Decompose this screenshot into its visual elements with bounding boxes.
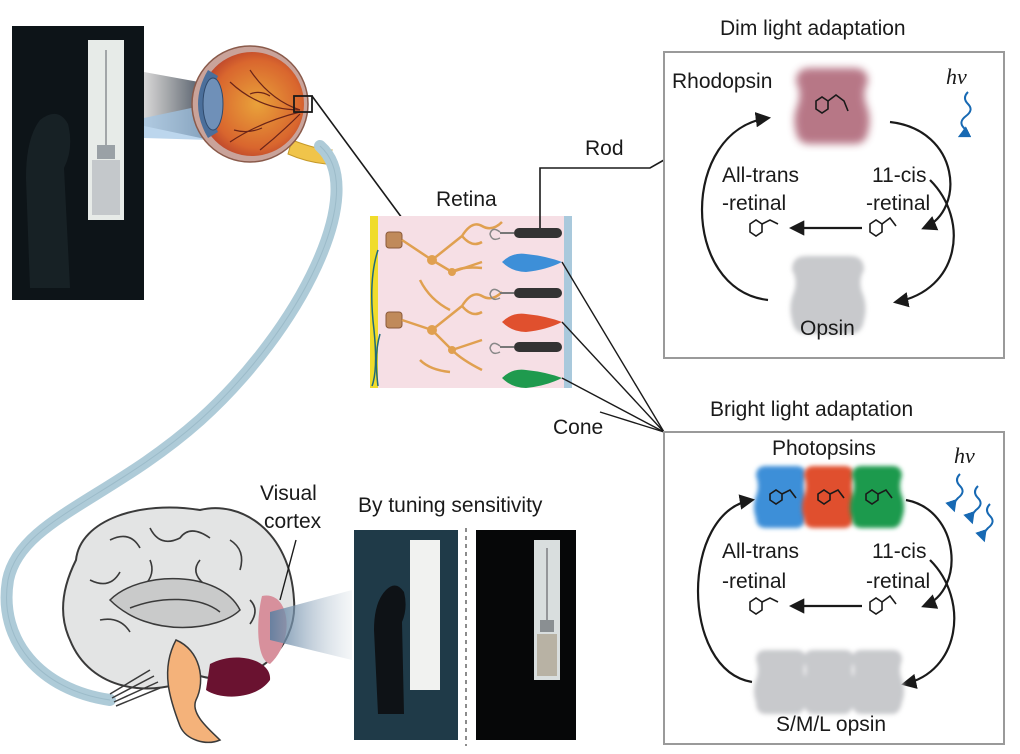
dim-all-trans-2: -retinal bbox=[722, 192, 786, 215]
bright-cycle-arrow-left bbox=[696, 494, 756, 684]
dim-cycle-arrow-right-top bbox=[889, 120, 952, 231]
bright-panel-title: Bright light adaptation bbox=[710, 398, 913, 421]
bright-cycle-arrow-right-bottom bbox=[900, 559, 956, 689]
dim-tuned-image bbox=[354, 530, 458, 740]
cone-connectors bbox=[561, 261, 665, 433]
bright-cycle-arrow-right-top bbox=[905, 498, 953, 609]
bright-all-trans-1: All-trans bbox=[722, 540, 799, 563]
rod-connector bbox=[539, 159, 665, 228]
dim-cis-2: -retinal bbox=[866, 192, 930, 215]
rhodopsin-label: Rhodopsin bbox=[672, 70, 772, 93]
dim-cycle-arrow-right-bottom bbox=[892, 179, 955, 308]
photopsin-blue bbox=[754, 466, 808, 528]
brain-illustration bbox=[62, 506, 296, 744]
dim-all-trans-molecule-icon bbox=[749, 219, 779, 237]
red-cone bbox=[502, 313, 562, 332]
bright-cis-1: 11-cis bbox=[872, 540, 926, 563]
dim-photon-arrow bbox=[957, 91, 972, 138]
bright-all-trans-2: -retinal bbox=[722, 570, 786, 593]
eye-illustration bbox=[191, 45, 333, 165]
cortex-beam bbox=[270, 590, 352, 660]
retina-label: Retina bbox=[436, 188, 497, 211]
retina-illustration bbox=[370, 216, 572, 388]
sml-opsin-label: S/M/L opsin bbox=[776, 713, 886, 736]
zoom-line bbox=[311, 95, 403, 219]
opsin-protein bbox=[790, 256, 866, 334]
cone-label: Cone bbox=[553, 416, 603, 439]
night-scene-image bbox=[12, 26, 144, 300]
bright-photon-arrows bbox=[945, 473, 994, 543]
bright-photon-label: hv bbox=[954, 443, 975, 468]
dim-all-trans-1: All-trans bbox=[722, 164, 799, 187]
sml-opsin-proteins bbox=[754, 650, 904, 714]
visual-cortex-label-1: Visual bbox=[260, 482, 317, 505]
blue-cone bbox=[502, 253, 562, 272]
rhodopsin-protein bbox=[794, 68, 870, 144]
opsin-label: Opsin bbox=[800, 317, 855, 340]
bright-cis-2: -retinal bbox=[866, 570, 930, 593]
photopsin-green bbox=[850, 466, 904, 528]
bright-all-trans-molecule-icon bbox=[749, 597, 779, 615]
rod-label: Rod bbox=[585, 137, 624, 160]
tuning-label: By tuning sensitivity bbox=[358, 494, 543, 517]
visual-cortex-pointer bbox=[279, 539, 297, 601]
dim-cis-molecule-icon bbox=[869, 216, 897, 237]
bright-cis-molecule-icon bbox=[869, 594, 897, 615]
dim-photon-label: hv bbox=[946, 64, 967, 89]
dim-cycle-arrow-left bbox=[701, 112, 772, 302]
dim-panel-title: Dim light adaptation bbox=[720, 17, 906, 40]
green-cone bbox=[502, 369, 562, 388]
dim-cis-1: 11-cis bbox=[872, 164, 926, 187]
visual-cortex-label-2: cortex bbox=[264, 510, 322, 533]
bright-tuned-image bbox=[476, 530, 576, 740]
photopsin-red bbox=[802, 466, 856, 528]
photopsins-label: Photopsins bbox=[772, 437, 876, 460]
optic-nerve-outline bbox=[6, 145, 337, 701]
